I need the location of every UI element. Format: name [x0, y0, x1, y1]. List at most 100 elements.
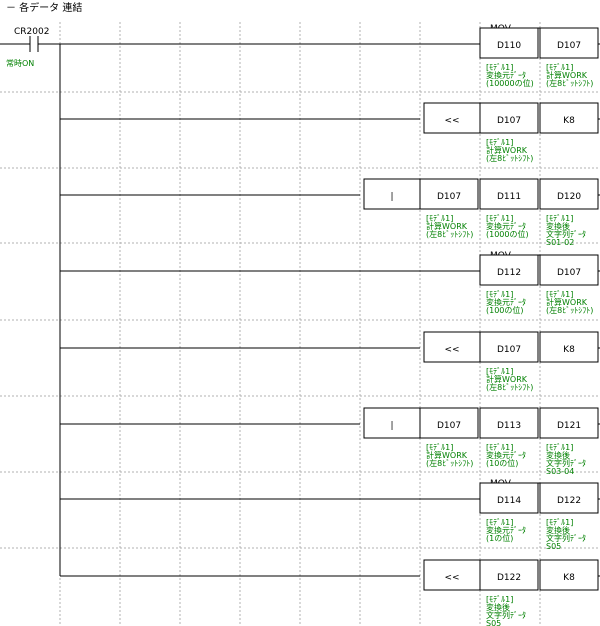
operand-comment: (10の位)	[486, 458, 518, 468]
operand-comment: S05	[546, 542, 561, 551]
operand-box[interactable]	[479, 482, 539, 514]
operand-device: D122	[497, 573, 521, 583]
instruction-label: <<	[444, 345, 459, 355]
operand-box[interactable]	[539, 102, 599, 134]
operand-comment: 変換元ﾃﾞｰﾀ	[486, 297, 526, 307]
rung-2: << D107 [ﾓﾃﾞﾙ1]計算WORK(左8ﾋﾞｯﾄｼﾌﾄ) K8	[60, 102, 600, 163]
instruction-label: <<	[444, 573, 459, 583]
operand-device: D107	[497, 345, 521, 355]
operand-comment: 計算WORK	[546, 297, 588, 307]
operand-device: K8	[563, 573, 575, 583]
operand-comment: 変換元ﾃﾞｰﾀ	[486, 525, 526, 535]
operand-device: D113	[497, 421, 521, 431]
operand-comment: [ﾓﾃﾞﾙ1]	[546, 214, 573, 223]
operand-comment: 文字列ﾃﾞｰﾀ	[546, 533, 586, 543]
operand-device: D121	[557, 421, 581, 431]
wire-layer	[0, 43, 61, 576]
operand-box[interactable]	[419, 178, 479, 210]
operand-comment: (左8ﾋﾞｯﾄｼﾌﾄ)	[486, 382, 533, 392]
contact-cr2002[interactable]: CR2002 常時ON	[6, 27, 49, 68]
operand-box[interactable]	[539, 178, 599, 210]
operand-comment: 変換元ﾃﾞｰﾀ	[486, 450, 526, 460]
operand-comment: [ﾓﾃﾞﾙ1]	[486, 214, 513, 223]
instruction-label: |	[390, 421, 393, 431]
operand-comment: 文字列ﾃﾞｰﾀ	[486, 610, 526, 620]
operand-comment: S01-02	[546, 238, 574, 247]
instruction-label: <<	[444, 116, 459, 126]
contact-comment: 常時ON	[6, 59, 34, 68]
operand-comment: S05	[486, 619, 501, 626]
operand-comment: (左8ﾋﾞｯﾄｼﾌﾄ)	[426, 458, 473, 468]
operand-box[interactable]	[539, 331, 599, 363]
operand-comment: [ﾓﾃﾞﾙ1]	[486, 518, 513, 527]
operand-comment: 計算WORK	[426, 450, 468, 460]
operand-device: D107	[437, 421, 461, 431]
operand-comment: S03-04	[546, 467, 574, 476]
operand-box[interactable]	[419, 407, 479, 439]
operand-comment: [ﾓﾃﾞﾙ1]	[486, 367, 513, 376]
operand-comment: 計算WORK	[426, 221, 468, 231]
operand-comment: [ﾓﾃﾞﾙ1]	[426, 443, 453, 452]
operand-box[interactable]	[479, 254, 539, 286]
operand-comment: 変換後	[546, 221, 570, 231]
instruction-box[interactable]	[423, 331, 481, 363]
operand-device: D107	[557, 41, 581, 51]
operand-comment: [ﾓﾃﾞﾙ1]	[546, 443, 573, 452]
operand-comment: [ﾓﾃﾞﾙ1]	[486, 290, 513, 299]
operand-comment: [ﾓﾃﾞﾙ1]	[486, 595, 513, 604]
operand-device: D114	[497, 496, 521, 506]
operand-comment: 変換後	[486, 602, 510, 612]
rung-5: <<D107[ﾓﾃﾞﾙ1]計算WORK(左8ﾋﾞｯﾄｼﾌﾄ)K8	[60, 331, 600, 392]
operand-comment: 計算WORK	[486, 374, 528, 384]
operand-comment: [ﾓﾃﾞﾙ1]	[486, 63, 513, 72]
operand-comment: 変換元ﾃﾞｰﾀ	[486, 221, 526, 231]
operand-comment: 変換後	[546, 450, 570, 460]
operand-device: D107	[497, 116, 521, 126]
contact-device-label: CR2002	[14, 27, 49, 37]
operand-comment: [ﾓﾃﾞﾙ1]	[426, 214, 453, 223]
rung-7: MOVD114[ﾓﾃﾞﾙ1]変換元ﾃﾞｰﾀ(1の位)D122[ﾓﾃﾞﾙ1]変換後…	[60, 479, 600, 551]
operand-comment: 文字列ﾃﾞｰﾀ	[546, 458, 586, 468]
operand-device: D107	[437, 192, 461, 202]
operand-comment: 変換元ﾃﾞｰﾀ	[486, 70, 526, 80]
rung-1: MOVD110[ﾓﾃﾞﾙ1]変換元ﾃﾞｰﾀ(10000の位)D107[ﾓﾃﾞﾙ1…	[60, 24, 600, 88]
operand-box[interactable]	[479, 27, 539, 59]
rung-4: MOVD112[ﾓﾃﾞﾙ1]変換元ﾃﾞｰﾀ(100の位)D107[ﾓﾃﾞﾙ1]計…	[60, 251, 600, 315]
instruction-label: |	[390, 192, 393, 202]
operand-comment: 文字列ﾃﾞｰﾀ	[546, 229, 586, 239]
rung-3: |D107[ﾓﾃﾞﾙ1]計算WORK(左8ﾋﾞｯﾄｼﾌﾄ)D111[ﾓﾃﾞﾙ1]…	[60, 178, 600, 247]
operand-comment: (10000の位)	[486, 78, 534, 88]
instruction-box[interactable]	[363, 407, 421, 439]
operand-comment: 計算WORK	[546, 70, 588, 80]
operand-comment: (100の位)	[486, 305, 524, 315]
operand-box[interactable]	[479, 407, 539, 439]
operand-comment: [ﾓﾃﾞﾙ1]	[546, 63, 573, 72]
operand-device: D112	[497, 268, 521, 278]
operand-comment: [ﾓﾃﾞﾙ1]	[486, 443, 513, 452]
operand-comment: 計算WORK	[486, 145, 528, 155]
operand-box[interactable]	[539, 27, 599, 59]
operand-box[interactable]	[539, 254, 599, 286]
operand-device: D110	[497, 41, 521, 51]
operand-device: K8	[563, 116, 575, 126]
instruction-box[interactable]	[423, 559, 481, 591]
operand-box[interactable]	[539, 482, 599, 514]
operand-device: D107	[557, 268, 581, 278]
operand-box[interactable]	[479, 178, 539, 210]
operand-comment: [ﾓﾃﾞﾙ1]	[546, 518, 573, 527]
operand-comment: (左8ﾋﾞｯﾄｼﾌﾄ)	[546, 305, 593, 315]
rung-layer: MOVD110[ﾓﾃﾞﾙ1]変換元ﾃﾞｰﾀ(10000の位)D107[ﾓﾃﾞﾙ1…	[60, 24, 600, 626]
operand-comment: (1000の位)	[486, 229, 529, 239]
operand-comment: (1の位)	[486, 533, 513, 543]
operand-comment: (左8ﾋﾞｯﾄｼﾌﾄ)	[486, 153, 533, 163]
operand-comment: [ﾓﾃﾞﾙ1]	[486, 138, 513, 147]
operand-device: D120	[557, 192, 581, 202]
operand-box[interactable]	[479, 559, 539, 591]
operand-box[interactable]	[479, 331, 539, 363]
operand-box[interactable]	[539, 407, 599, 439]
operand-box[interactable]	[479, 102, 539, 134]
operand-box[interactable]	[539, 559, 599, 591]
section-title: － 各データ 連結	[6, 1, 82, 14]
